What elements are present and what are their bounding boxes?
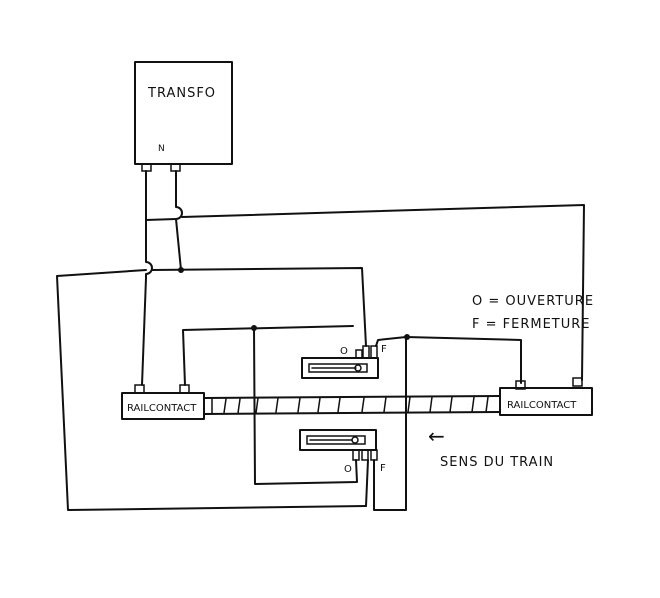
transformer-terminal-left xyxy=(141,163,152,172)
relay-top-f-label: F xyxy=(381,344,387,355)
reed-relay-top: O F xyxy=(301,344,387,379)
relay-top-o-label: O xyxy=(340,346,348,357)
transformer-terminal-right xyxy=(170,163,181,172)
legend-line-2: F = FERMETURE xyxy=(472,317,591,332)
legend-line-1: O = OUVERTURE xyxy=(472,294,594,309)
rail-contact-left: RAILCONTACT xyxy=(121,384,205,420)
supply-wires xyxy=(56,170,585,511)
transformer-label: TRANSFO xyxy=(147,86,216,101)
train-direction: ← SENS DU TRAIN xyxy=(428,424,554,470)
transformer-terminal-label: N xyxy=(158,144,165,154)
reed-relay-bottom: O F xyxy=(299,429,386,475)
rail-contact-right-label: RAILCONTACT xyxy=(507,400,577,411)
rail-track xyxy=(203,395,501,415)
legend: O = OUVERTURE F = FERMETURE xyxy=(472,294,594,332)
transformer: TRANSFO N xyxy=(134,61,233,172)
relay-bottom-o-label: O xyxy=(344,464,352,475)
direction-arrow-icon: ← xyxy=(428,424,445,448)
rail-contact-left-label: RAILCONTACT xyxy=(127,403,197,414)
rail-contact-right: RAILCONTACT xyxy=(499,377,593,416)
relay-bottom-f-label: F xyxy=(380,463,386,474)
direction-label: SENS DU TRAIN xyxy=(440,455,554,470)
